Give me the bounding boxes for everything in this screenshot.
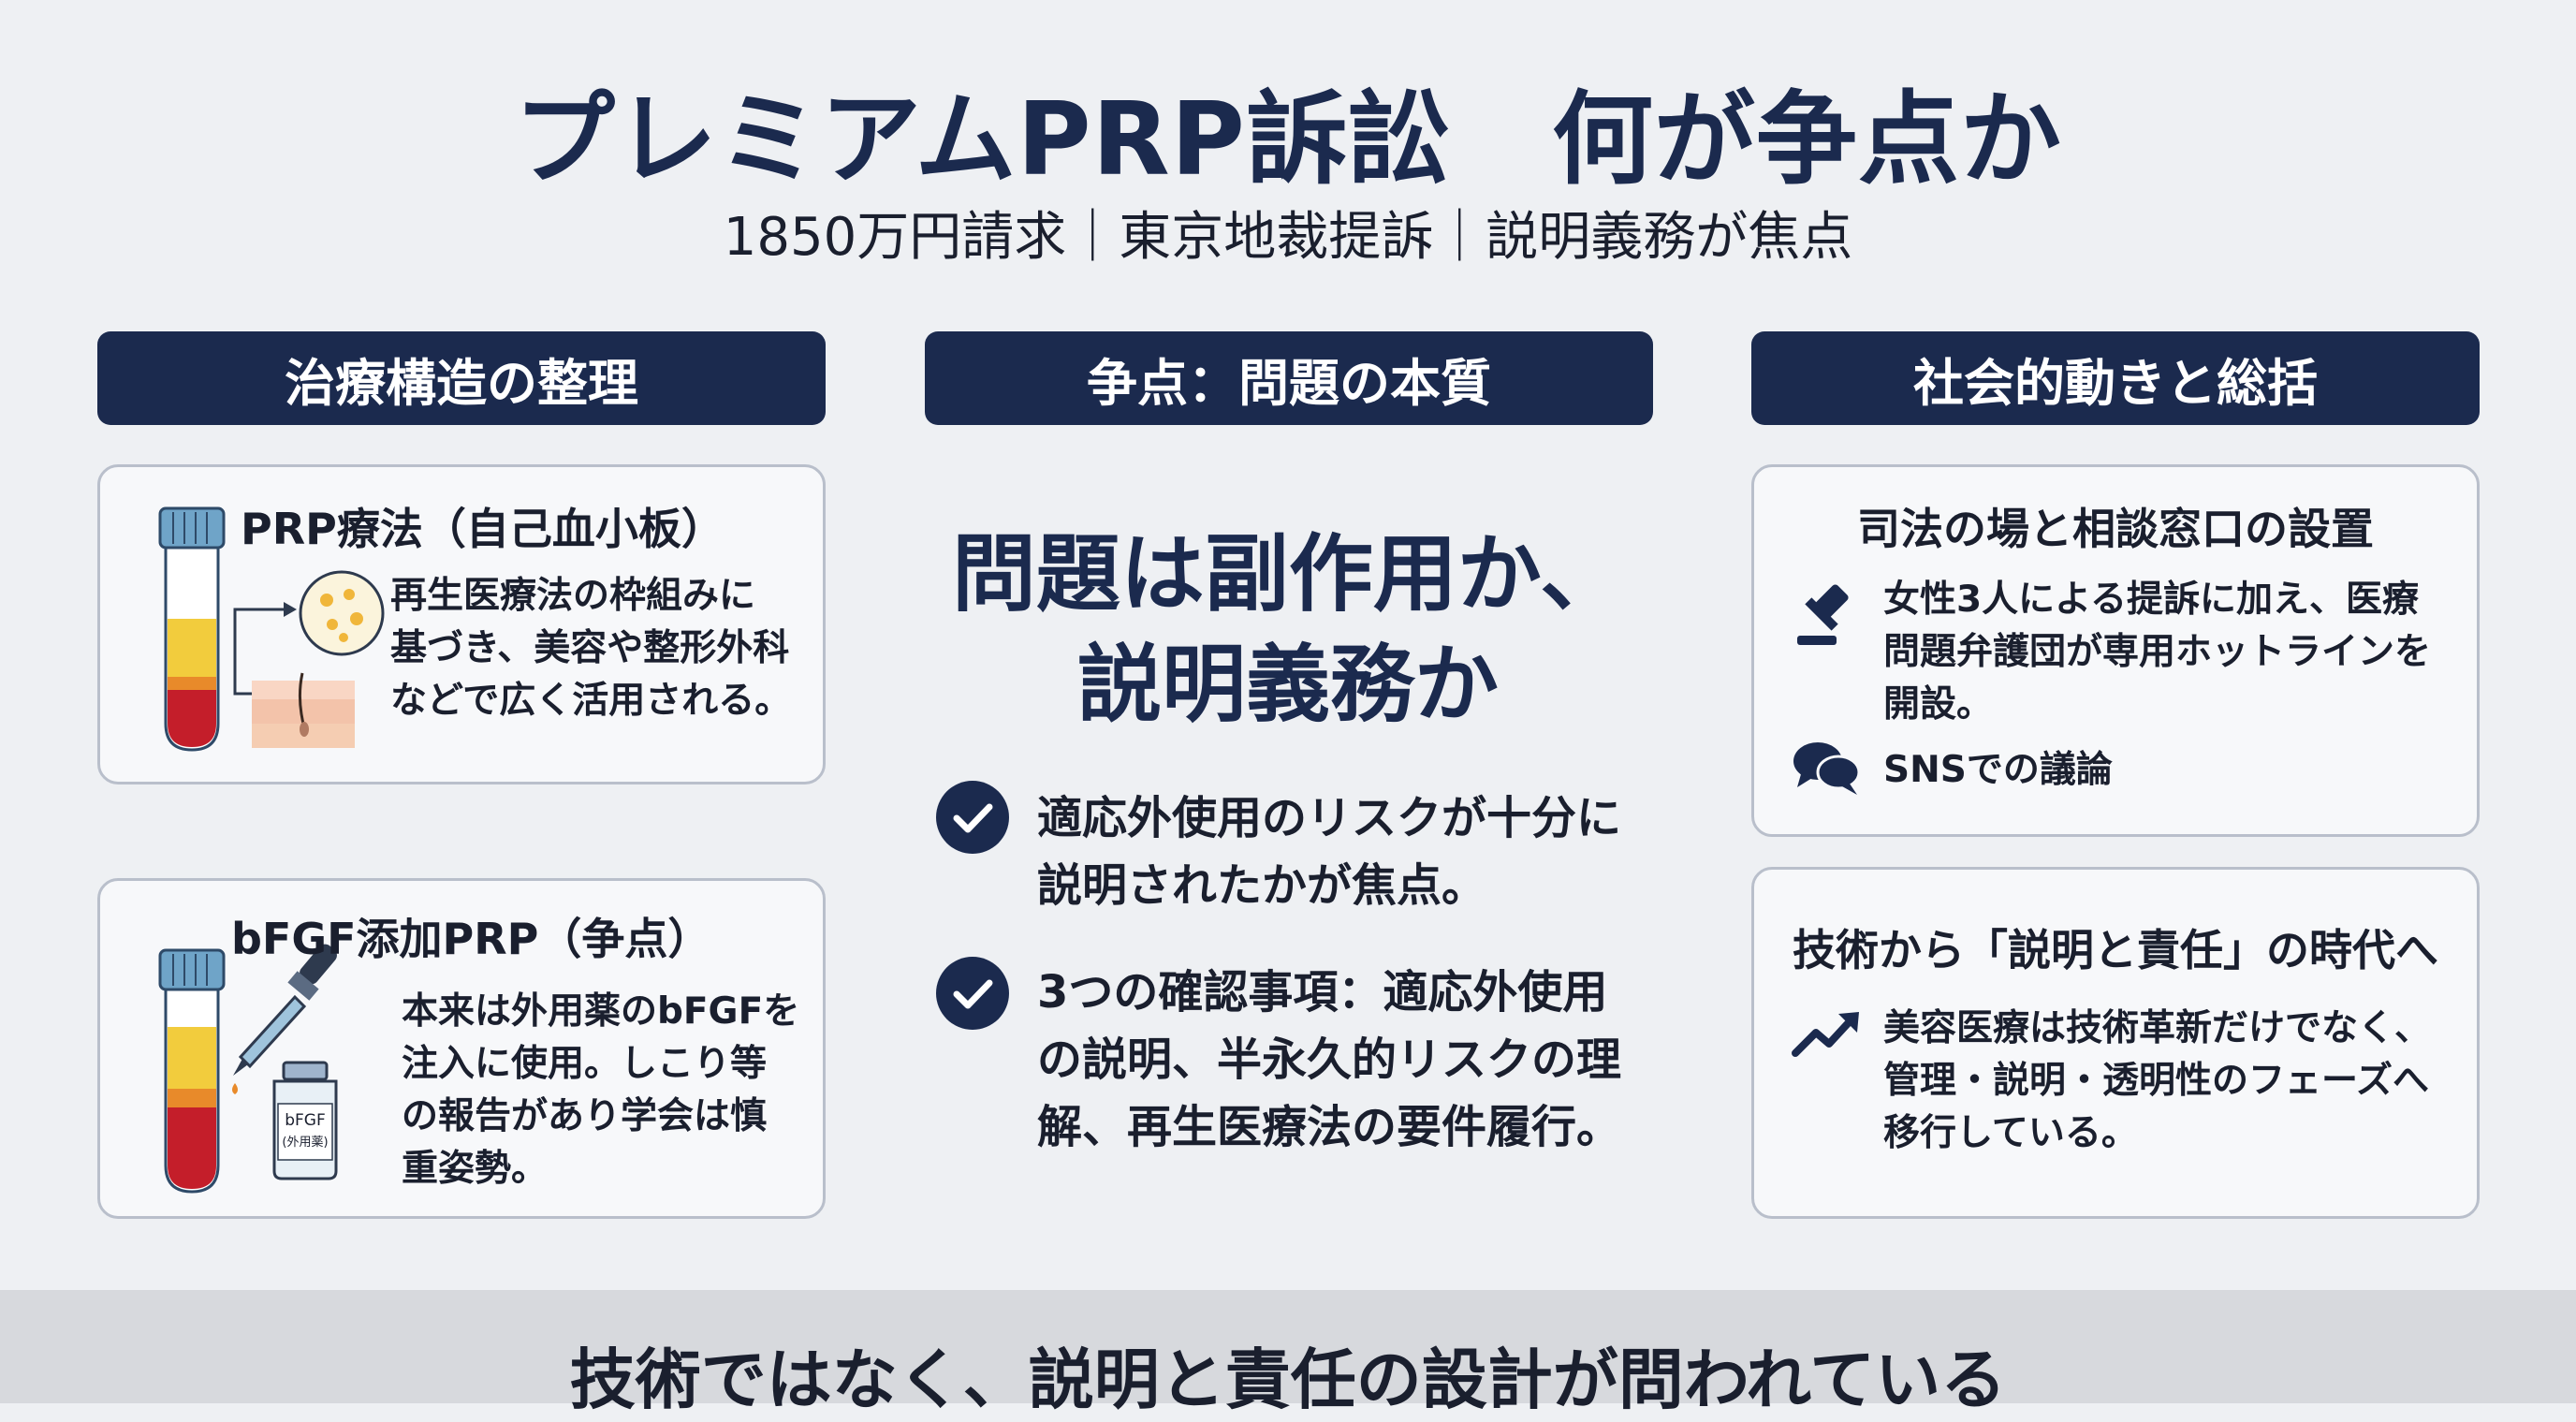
trend-up-icon (1792, 1012, 1859, 1057)
skin-icon (252, 672, 355, 748)
gavel-icon (1797, 584, 1849, 645)
chat-bubbles-icon (1793, 742, 1861, 795)
card-sns-label: SNSでの議論 (1883, 749, 2113, 791)
check-icon (936, 781, 1009, 854)
test-tube-icon (158, 948, 226, 1194)
issue-point-1: 適応外使用のリスクが十分に 説明されたかが焦点。 (1037, 792, 1622, 912)
dropper-icon (232, 944, 337, 1094)
column-header-left: 治療構造の整理 (97, 331, 826, 425)
footer-band (0, 1290, 2576, 1403)
card-summary: 技術から「説明と責任」の時代へ 美容医療は技術革新だけでなく、 管理・説明・透明… (1751, 867, 2480, 1219)
core-question-line-2: 説明義務か (1077, 636, 1499, 734)
bottle-sublabel: (外用薬) (282, 1136, 329, 1150)
card-description: 女性3人による提訴に加え、医療 問題弁護団が専用ホットラインを 開設。 (1883, 579, 2432, 726)
page-subtitle: 1850万円請求｜東京地裁提訴｜説明義務が焦点 (723, 207, 1853, 268)
card-title: bFGF添加PRP（争点） (231, 914, 711, 964)
check-icon (936, 957, 1009, 1030)
card-title: 技術から「説明と責任」の時代へ (1793, 925, 2438, 975)
platelet-icon (299, 570, 385, 656)
card-description: 再生医療法の枠組みに 基づき、美容や整形外科 などで広く活用される。 (390, 575, 792, 722)
column-header-middle: 争点：問題の本質 (925, 331, 1653, 425)
test-tube-icon (158, 506, 226, 752)
footer-message: 技術ではなく、説明と責任の設計が問われている (569, 1341, 2007, 1418)
card-bfgf-prp: bFGF (外用薬) bFGF添加PRP（争点） 本来は外用薬のbFGFを 注入… (97, 878, 826, 1219)
card-prp-therapy: PRP療法（自己血小板） 再生医療法の枠組みに 基づき、美容や整形外科 などで広… (97, 464, 826, 784)
card-description: 美容医療は技術革新だけでなく、 管理・説明・透明性のフェーズへ 移行している。 (1883, 1007, 2432, 1154)
card-title: PRP療法（自己血小板） (241, 504, 724, 554)
core-question-line-1: 問題は副作用か、 (951, 525, 1625, 623)
card-title: 司法の場と相談窓口の設置 (1857, 504, 2374, 554)
card-legal-action: 司法の場と相談窓口の設置 女性3人による提訴に加え、医療 問題弁護団が専用ホット… (1751, 464, 2480, 837)
page-title: プレミアムPRP訴訟 何が争点か (514, 81, 2062, 198)
medicine-bottle-icon (272, 1061, 338, 1180)
issue-point-2: 3つの確認事項：適応外使用 の説明、半永久的リスクの理 解、再生医療法の要件履行… (1037, 966, 1622, 1153)
column-header-right: 社会的動きと総括 (1751, 331, 2480, 425)
bottle-label: bFGF (285, 1111, 326, 1130)
card-description: 本来は外用薬のbFGFを 注入に使用。しこり等 の報告があり学会は慎 重姿勢。 (402, 990, 800, 1190)
